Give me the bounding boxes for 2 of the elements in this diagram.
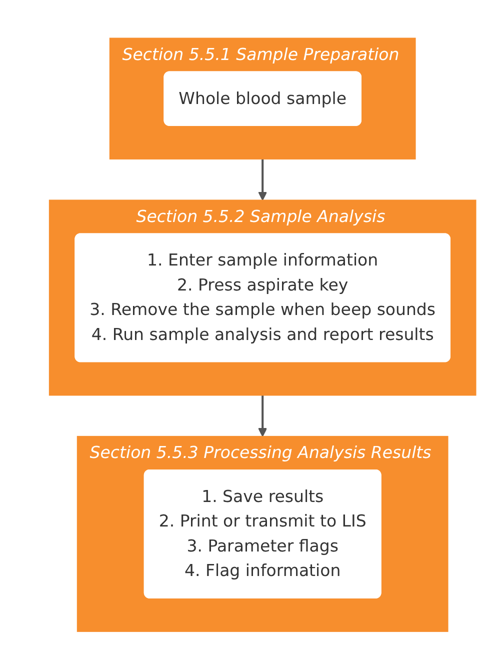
- arrow: [258, 158, 268, 200]
- arrow: [258, 394, 268, 437]
